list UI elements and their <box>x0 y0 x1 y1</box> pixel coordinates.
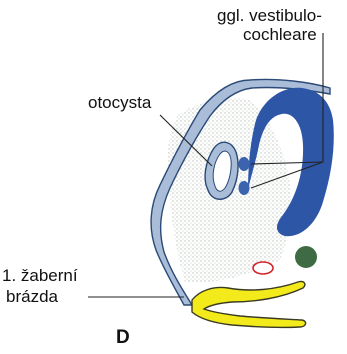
ganglion-upper <box>239 157 250 171</box>
label-gill-line1: 1. žaberní <box>2 266 78 285</box>
notochord <box>295 246 317 268</box>
ganglion-lower <box>239 181 250 195</box>
label-ggl-line2: cochleare <box>243 25 317 44</box>
pharyngeal-pouch <box>192 281 306 327</box>
panel-letter: D <box>116 327 130 348</box>
label-gill-line2: brázda <box>6 287 59 306</box>
label-ggl-line1: ggl. vestibulo- <box>217 6 322 25</box>
blood-vessel <box>253 262 273 274</box>
label-otocysta: otocysta <box>88 93 152 112</box>
